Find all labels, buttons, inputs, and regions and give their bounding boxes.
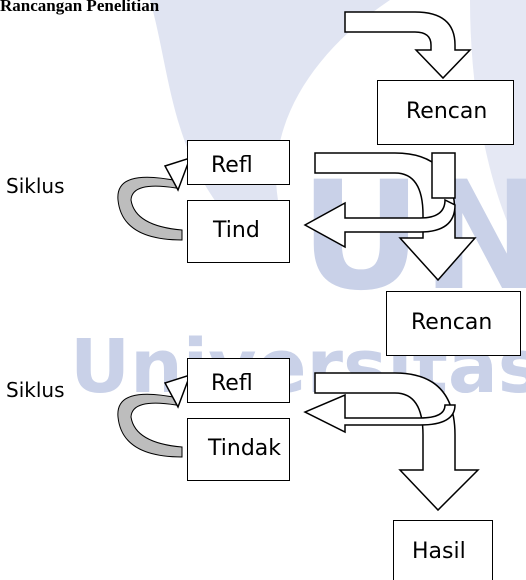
cycle2-reflection-box: Refl (187, 358, 290, 403)
cycle2-to-result-arrow (314, 372, 480, 512)
cycle1-label: Siklus (6, 174, 65, 198)
cycle1-action-text: Tind (213, 218, 260, 243)
cycle2-label: Siklus (6, 378, 65, 402)
cycle1-reflection-box: Refl (187, 140, 290, 185)
cycle2-action-box: Tindak (187, 418, 290, 481)
cycle2-action-text: Tindak (208, 436, 282, 461)
cycle1-action-arrow (303, 198, 456, 249)
cycle1-vertical-bar (431, 152, 456, 199)
cycle2-reflection-text: Refl (211, 371, 253, 396)
cycle1-reflection-text: Refl (211, 153, 253, 178)
cycle2-plan-box: Rencan (386, 291, 521, 356)
entry-curved-arrow (344, 11, 472, 80)
cycle2-loop-arrow (117, 393, 183, 458)
cycle1-plan-box: Rencan (377, 80, 514, 145)
result-box: Hasil (393, 520, 493, 580)
cycle1-loop-arrowhead (163, 156, 192, 192)
cycle2-plan-text: Rencan (411, 310, 493, 335)
cycle2-action-arrow (303, 393, 456, 434)
page-title: Rancangan Penelitian (0, 0, 160, 15)
result-text: Hasil (412, 539, 466, 564)
cycle2-loop-arrowhead (163, 373, 192, 409)
cycle1-action-box: Tind (187, 200, 290, 263)
cycle1-plan-text: Rencan (406, 99, 488, 124)
cycle1-loop-arrow (117, 176, 183, 241)
